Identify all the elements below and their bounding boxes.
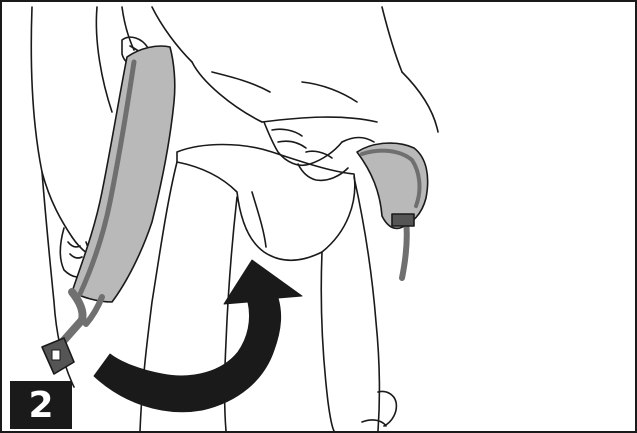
sling-strap-buckle-icon xyxy=(42,338,74,374)
step-number-badge: 2 xyxy=(10,381,72,429)
sling-strap-left xyxy=(42,292,102,374)
sling-strap-right xyxy=(392,214,414,278)
